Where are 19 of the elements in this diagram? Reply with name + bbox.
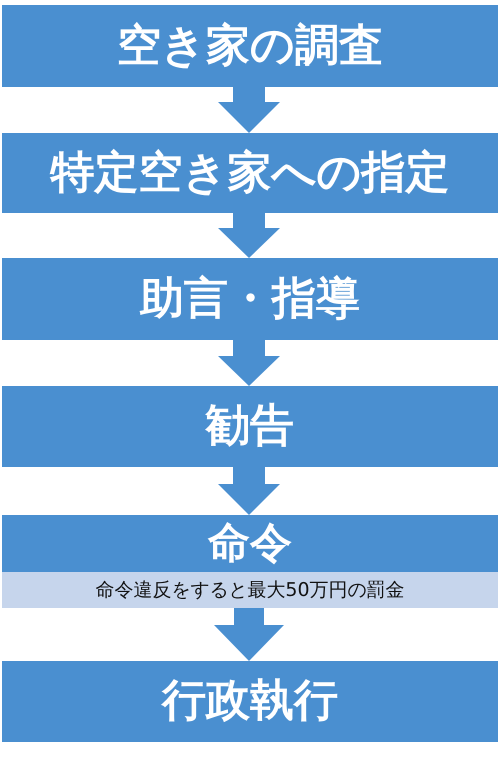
step-label: 助言・指導 <box>140 274 360 324</box>
process-box <box>2 258 498 340</box>
arrow <box>218 213 280 258</box>
arrow <box>218 87 280 133</box>
step-label: 特定空き家への指定 <box>50 148 450 198</box>
arrow <box>218 340 280 386</box>
step-label: 空き家の調査 <box>117 22 383 70</box>
process-box <box>2 386 498 467</box>
step-label: 命令 <box>208 520 292 567</box>
step-label: 行政執行 <box>162 677 338 726</box>
arrow <box>218 467 280 515</box>
note-text: 命令違反をすると最大50万円の罰金 <box>95 578 405 602</box>
process-box <box>2 515 498 572</box>
process-box <box>2 661 498 742</box>
process-box <box>2 5 498 87</box>
process-box <box>2 133 498 213</box>
step-label: 勧告 <box>206 402 294 451</box>
arrow <box>214 608 284 661</box>
note-band <box>2 572 498 608</box>
